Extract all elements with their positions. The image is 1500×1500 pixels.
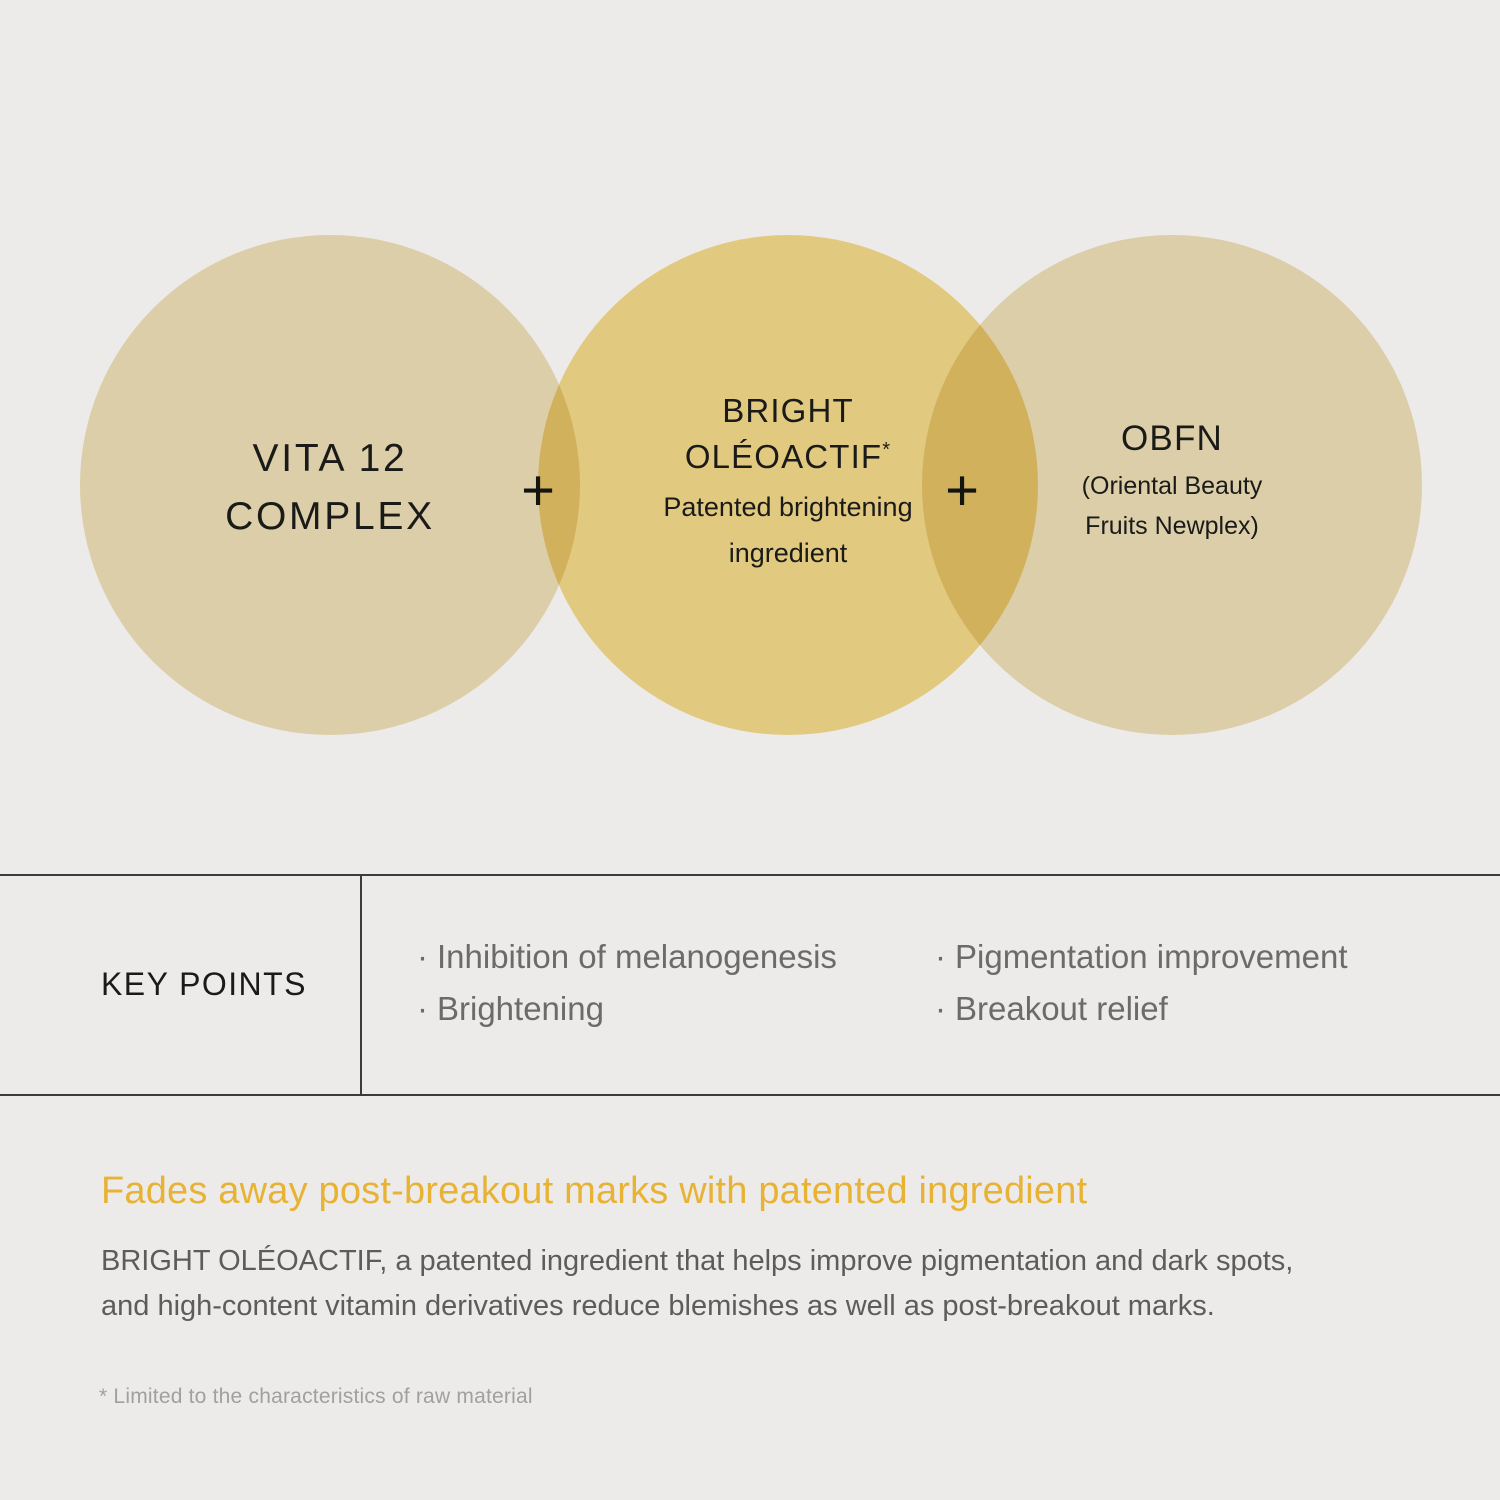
venn-title-text: OLÉOACTIF bbox=[684, 438, 883, 475]
key-point-text: Inhibition of melanogenesis bbox=[437, 938, 837, 975]
venn-label-vita-12-complex: VITA 12 COMPLEX bbox=[80, 430, 580, 546]
key-point-text: Pigmentation improvement bbox=[955, 938, 1348, 975]
bullet-icon: · bbox=[417, 938, 428, 975]
venn-title-line-1: VITA 12 bbox=[252, 437, 408, 480]
section-headline: Fades away post-breakout marks with pate… bbox=[101, 1170, 1088, 1212]
key-points-column-1: ·Inhibition of melanogenesis ·Brightenin… bbox=[417, 931, 935, 1035]
footnote-asterisk-marker: * bbox=[882, 439, 892, 461]
bullet-icon: · bbox=[935, 990, 946, 1027]
key-point-text: Brightening bbox=[437, 990, 604, 1027]
venn-subtitle-line-2: Fruits Newplex) bbox=[1085, 512, 1259, 540]
venn-subtitle-line-2: ingredient bbox=[728, 538, 848, 568]
body-line-2: and high-content vitamin derivatives red… bbox=[101, 1290, 1215, 1322]
body-line-1: BRIGHT OLÉOACTIF, a patented ingredient … bbox=[101, 1245, 1294, 1277]
bullet-icon: · bbox=[417, 990, 428, 1027]
key-points-label-cell: KEY POINTS bbox=[0, 876, 362, 1094]
venn-title-line-1: OBFN bbox=[1120, 419, 1224, 458]
venn-title-line-2: COMPLEX bbox=[225, 495, 435, 538]
key-point-item: ·Breakout relief bbox=[935, 983, 1348, 1035]
key-points-label: KEY POINTS bbox=[101, 965, 307, 1002]
venn-title-line-1: BRIGHT bbox=[722, 392, 854, 429]
venn-label-obfn: OBFN (Oriental Beauty Fruits Newplex) bbox=[922, 415, 1422, 543]
key-point-item: ·Brightening bbox=[417, 983, 935, 1035]
venn-circle-obfn bbox=[922, 235, 1422, 735]
key-points-column-2: ·Pigmentation improvement ·Breakout reli… bbox=[935, 931, 1348, 1035]
venn-title-line-2: OLÉOACTIF* bbox=[538, 434, 1038, 480]
key-point-item: ·Pigmentation improvement bbox=[935, 931, 1348, 983]
venn-subtitle-line-1: Patented brightening bbox=[663, 492, 913, 522]
plus-operator-1: + bbox=[521, 458, 555, 523]
ingredient-venn-section: VITA 12 COMPLEX + BRIGHT OLÉOACTIF* Pate… bbox=[80, 235, 1422, 735]
plus-operator-2: + bbox=[945, 458, 979, 523]
footnote-text: * Limited to the characteristics of raw … bbox=[99, 1385, 533, 1408]
venn-label-bright-oleoactif: BRIGHT OLÉOACTIF* Patented brightening i… bbox=[538, 388, 1038, 572]
key-point-item: ·Inhibition of melanogenesis bbox=[417, 931, 935, 983]
key-points-table: KEY POINTS ·Inhibition of melanogenesis … bbox=[0, 874, 1500, 1096]
key-points-columns: ·Inhibition of melanogenesis ·Brightenin… bbox=[362, 931, 1500, 1035]
bullet-icon: · bbox=[935, 938, 946, 975]
key-points-values-cell: ·Inhibition of melanogenesis ·Brightenin… bbox=[362, 876, 1500, 1094]
venn-stage: VITA 12 COMPLEX + BRIGHT OLÉOACTIF* Pate… bbox=[80, 235, 1422, 735]
venn-subtitle-line-1: (Oriental Beauty bbox=[1081, 472, 1263, 500]
key-point-text: Breakout relief bbox=[955, 990, 1168, 1027]
section-body-copy: BRIGHT OLÉOACTIF, a patented ingredient … bbox=[101, 1239, 1421, 1329]
venn-circle-vita-12-complex bbox=[80, 235, 580, 735]
